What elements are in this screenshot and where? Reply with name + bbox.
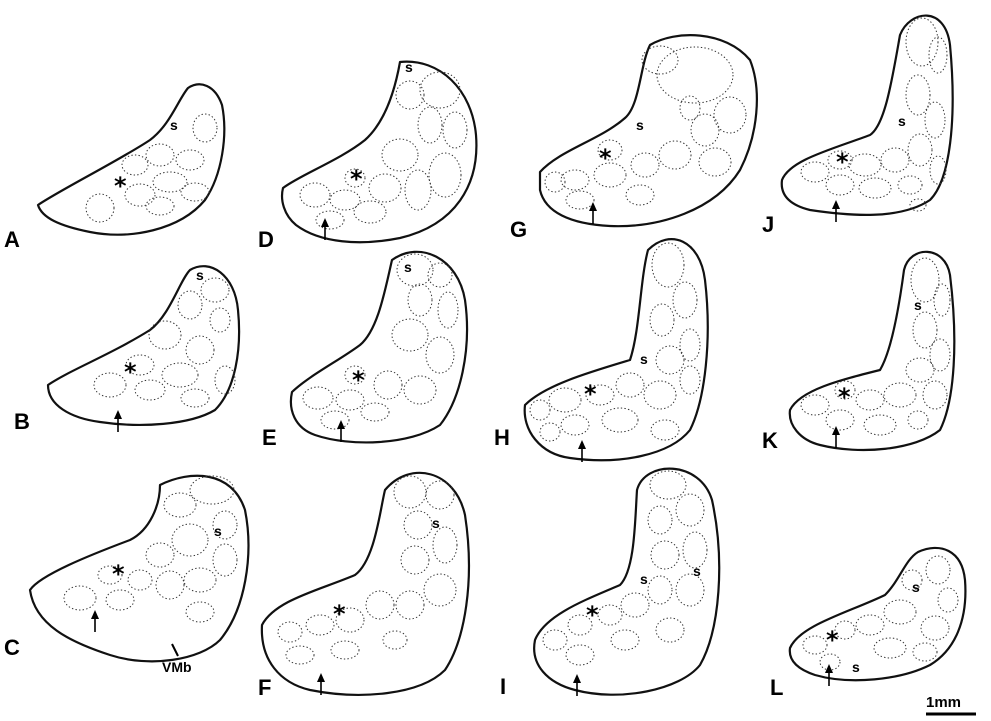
s-label: s (640, 351, 648, 367)
panel-I: s s * I (500, 469, 719, 699)
asterisk-marker: * (586, 601, 599, 629)
s-label: s (404, 259, 412, 275)
section-outline (782, 16, 953, 215)
section-outline (534, 469, 719, 695)
s-label: s (432, 515, 440, 531)
panel-label: L (770, 675, 783, 700)
panel-label: H (494, 425, 510, 450)
panel-D: s * D (258, 59, 476, 252)
panel-label: E (262, 425, 277, 450)
asterisk-marker: * (112, 560, 125, 588)
panel-label: J (762, 212, 774, 237)
section-outline (38, 84, 224, 234)
panel-C: s * VMb C (4, 476, 248, 675)
panel-A: s * A (4, 84, 224, 252)
vmb-label: VMb (162, 659, 192, 675)
asterisk-marker: * (826, 626, 839, 654)
s-label: s (636, 117, 644, 133)
asterisk-marker: * (124, 358, 137, 386)
panel-K: s * K (762, 252, 954, 453)
section-outline (30, 476, 248, 662)
section-outline (790, 252, 955, 450)
asterisk-marker: * (333, 600, 346, 628)
section-outline (262, 473, 469, 695)
section-outline (48, 266, 239, 425)
s-label: s (214, 523, 222, 539)
s-label: s (196, 267, 204, 283)
section-outline (291, 252, 467, 443)
asterisk-marker: * (599, 144, 612, 172)
scale-bar-label: 1mm (926, 694, 961, 711)
asterisk-marker: * (836, 148, 849, 176)
panel-L: s s * L (770, 548, 965, 700)
panel-label: K (762, 428, 778, 453)
s-label: s (852, 659, 860, 675)
s-label: s (912, 579, 920, 595)
asterisk-marker: * (584, 380, 597, 408)
panel-F: s * F (258, 473, 469, 700)
panel-B: s * B (14, 266, 239, 434)
asterisk-marker: * (352, 366, 365, 394)
s-label: s (914, 297, 922, 313)
asterisk-marker: * (838, 383, 851, 411)
panel-H: s * H (494, 239, 708, 462)
panel-label: G (510, 217, 527, 242)
panel-J: s * J (762, 16, 953, 237)
section-outline (540, 35, 757, 226)
panel-label: D (258, 227, 274, 252)
asterisk-marker: * (114, 172, 127, 200)
panel-label: I (500, 674, 506, 699)
panel-label: F (258, 675, 271, 700)
s-label: s (640, 571, 648, 587)
s-label: s (898, 113, 906, 129)
section-outline (282, 62, 476, 243)
panel-label: B (14, 409, 30, 434)
scale-bar: 1mm (926, 694, 976, 714)
s-label: s (405, 59, 413, 75)
panel-label: A (4, 227, 20, 252)
s-label: s (170, 117, 178, 133)
panel-G: s * G (510, 35, 757, 242)
section-outline (790, 548, 966, 680)
s-label: s (693, 563, 701, 579)
panel-label: C (4, 635, 20, 660)
asterisk-marker: * (350, 165, 363, 193)
panel-E: s * E (262, 252, 467, 450)
